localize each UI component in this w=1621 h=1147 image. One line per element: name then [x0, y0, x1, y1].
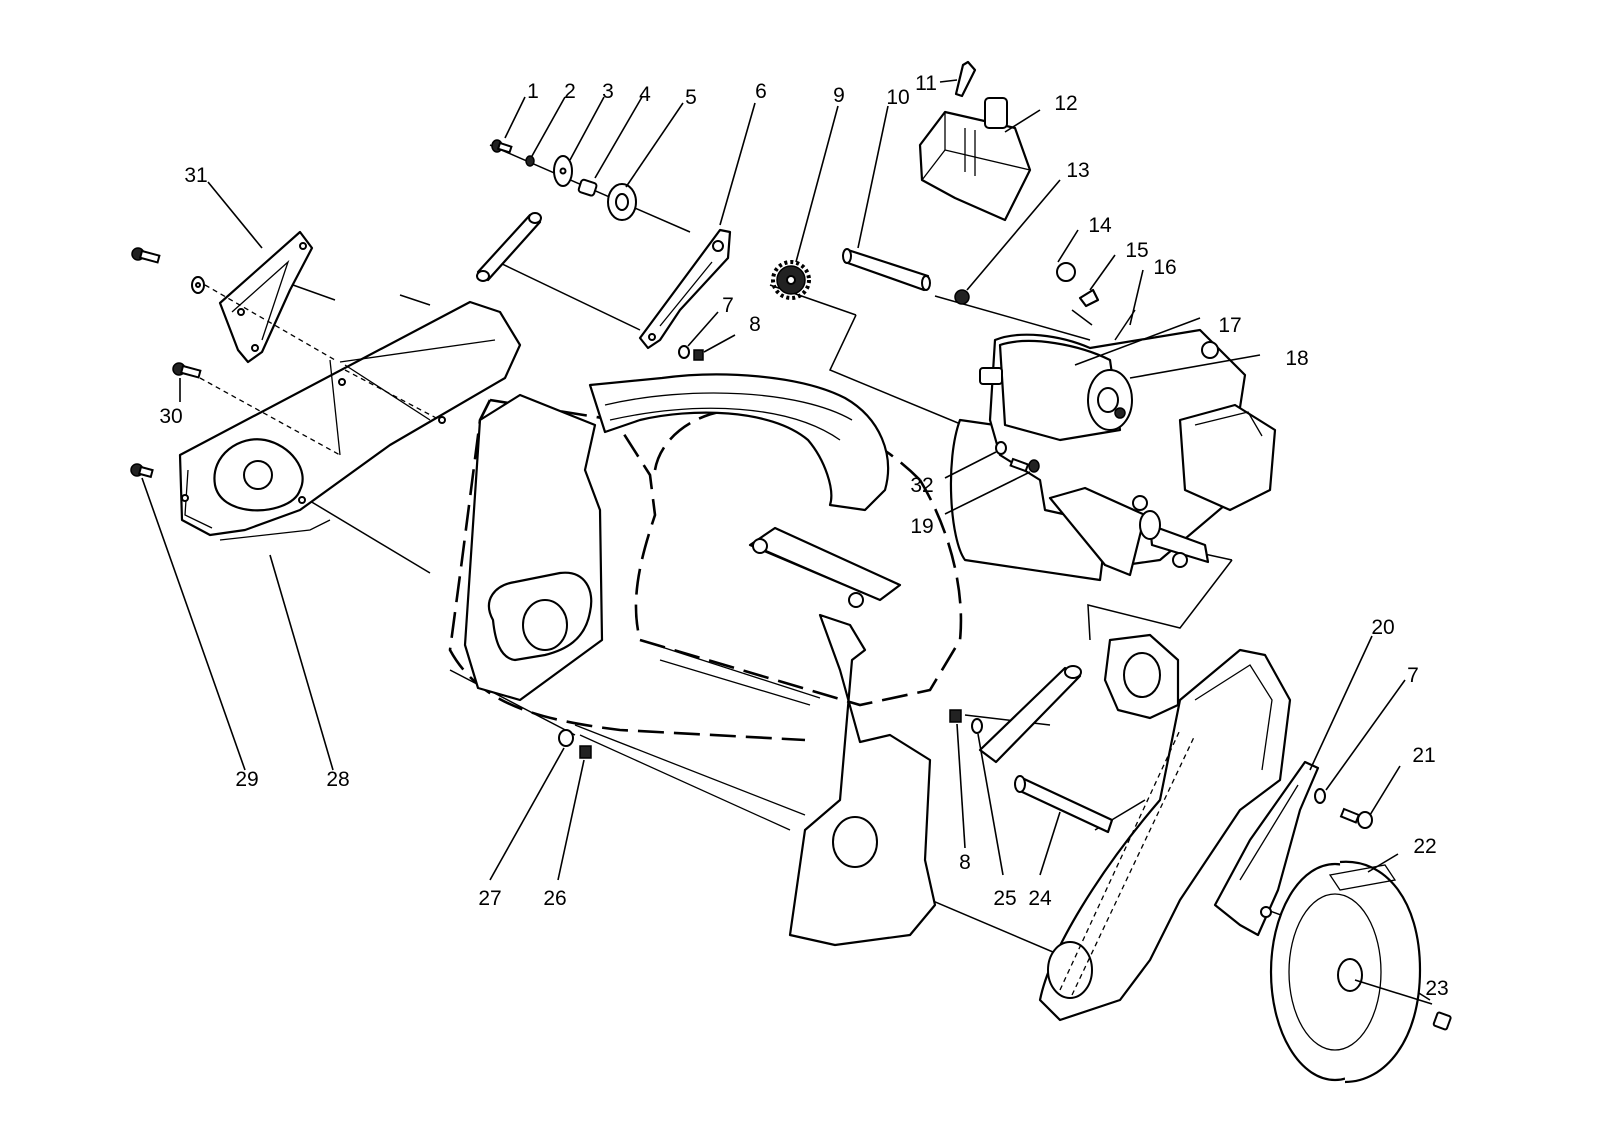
tube-24 — [1014, 775, 1114, 834]
right-side-plate — [1038, 648, 1292, 1022]
callout-23: 23 — [1425, 977, 1448, 1000]
switch-box — [918, 97, 1032, 222]
engine-assembly — [949, 328, 1277, 582]
callout-labels: 1 2 3 4 5 6 7 8 9 10 11 12 13 14 15 16 1… — [159, 72, 1448, 1000]
callout-4: 4 — [639, 83, 651, 106]
callout-12: 12 — [1054, 92, 1077, 115]
cross-rod — [476, 212, 542, 282]
tube-upper — [978, 665, 1082, 764]
callout-7-right: 7 — [1407, 664, 1419, 687]
callout-17: 17 — [1218, 314, 1241, 337]
leader-lines — [141, 79, 1433, 1005]
cap-14 — [1056, 262, 1076, 282]
callout-9: 9 — [833, 84, 845, 107]
nut-13 — [954, 289, 970, 305]
callout-31: 31 — [184, 164, 207, 187]
callout-8-lower: 8 — [959, 851, 971, 874]
callout-25: 25 — [993, 887, 1016, 910]
bushing-5 — [607, 183, 637, 221]
bolt-21 — [1339, 807, 1373, 829]
callout-20: 20 — [1371, 616, 1394, 639]
nut-26 — [579, 745, 592, 759]
callout-8-top: 8 — [749, 313, 761, 336]
shaft-10 — [842, 248, 931, 292]
washer-27 — [558, 729, 574, 747]
callout-1: 1 — [527, 80, 539, 103]
carriage-bolt-31 — [131, 247, 205, 294]
clip-15 — [1078, 288, 1100, 308]
bolt-19 — [1009, 457, 1040, 473]
washer-7-right — [1314, 788, 1326, 804]
callout-3: 3 — [602, 80, 614, 103]
callout-32: 32 — [910, 474, 933, 497]
callout-29: 29 — [235, 768, 258, 791]
washer-3 — [553, 155, 573, 187]
washer-25 — [971, 718, 983, 734]
left-hardware — [130, 247, 441, 479]
bolt-1 — [491, 139, 513, 154]
top-hardware — [491, 139, 637, 221]
nut-lower-8 — [949, 709, 962, 723]
support-bracket — [218, 230, 314, 364]
callout-19: 19 — [910, 515, 933, 538]
callout-11: 11 — [915, 72, 937, 95]
callout-24: 24 — [1028, 887, 1052, 910]
callout-27: 27 — [478, 887, 501, 910]
callout-2: 2 — [564, 80, 576, 103]
callout-21: 21 — [1412, 744, 1435, 767]
left-side-plate — [178, 300, 522, 541]
bearing-flange — [1103, 633, 1180, 720]
callout-7-top: 7 — [722, 294, 734, 317]
wheel — [1269, 860, 1422, 1084]
screw-11 — [954, 60, 977, 98]
lockwasher-2 — [525, 155, 535, 167]
callout-10: 10 — [886, 86, 909, 109]
callout-14: 14 — [1088, 214, 1112, 237]
callout-30: 30 — [159, 405, 182, 428]
auger-housing — [448, 373, 963, 947]
washer-32 — [995, 441, 1007, 455]
axle-bolt-23 — [1432, 1011, 1452, 1031]
callout-18: 18 — [1285, 347, 1308, 370]
wheel-bracket — [1213, 760, 1320, 937]
callout-16: 16 — [1153, 256, 1176, 279]
callout-13: 13 — [1066, 159, 1089, 182]
callout-22: 22 — [1413, 835, 1436, 858]
bolt-29 — [130, 463, 154, 479]
spacer-4 — [577, 178, 598, 197]
callout-28: 28 — [326, 768, 349, 791]
callout-15: 15 — [1125, 239, 1148, 262]
callout-5: 5 — [685, 86, 697, 109]
bolt-30 — [172, 362, 202, 379]
callout-6: 6 — [755, 80, 767, 103]
callout-26: 26 — [543, 887, 566, 910]
washer-nut-top — [678, 345, 704, 361]
sprocket — [771, 260, 811, 300]
bracket-arm — [638, 228, 732, 350]
